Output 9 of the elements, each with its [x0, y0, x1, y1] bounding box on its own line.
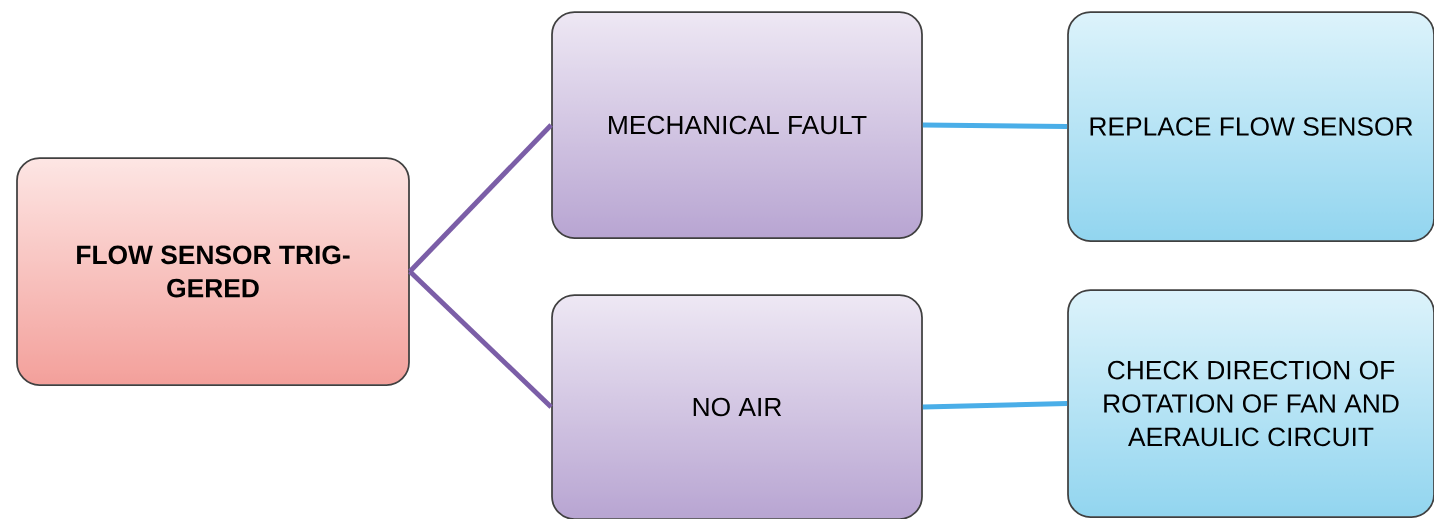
event-box: FLOW SENSOR TRIG- GERED — [16, 157, 410, 386]
connector-line — [922, 401, 1068, 410]
connector-line — [408, 123, 553, 274]
cause-box: NO AIR — [551, 294, 923, 519]
connector-line — [922, 122, 1068, 129]
action-box: CHECK DIRECTION OF ROTATION OF FAN AND AERAULIC CIRCUIT — [1067, 289, 1434, 518]
action-box: REPLACE FLOW SENSOR — [1067, 11, 1434, 242]
connector-line — [408, 269, 553, 409]
cause-box: MECHANICAL FAULT — [551, 11, 923, 239]
